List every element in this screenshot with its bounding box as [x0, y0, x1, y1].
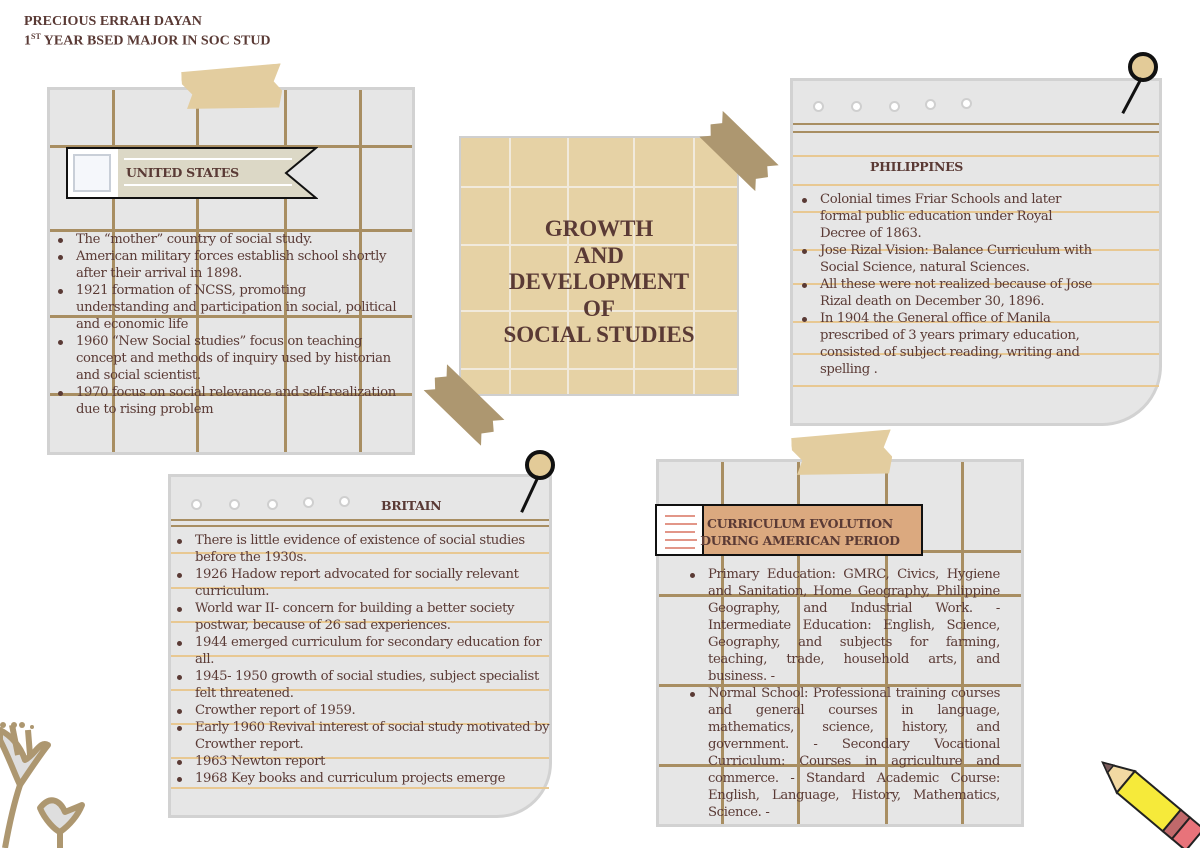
author-block: PRECIOUS ERRAH DAYAN 1ST YEAR BSED MAJOR…	[24, 14, 271, 49]
pushpin-icon	[525, 450, 555, 480]
list-item: 1921 formation of NCSS, promoting unders…	[54, 282, 402, 333]
flower-decoration-icon	[0, 722, 85, 848]
banner-ribbon-icon	[655, 504, 923, 556]
list-item: Early 1960 Revival interest of social st…	[173, 719, 553, 753]
list-item: All these were not realized because of J…	[798, 276, 1098, 310]
list-item: There is little evidence of existence of…	[173, 532, 553, 566]
list-item: 1926 Hadow report advocated for socially…	[173, 566, 553, 600]
list-item: 1960 “New Social studies” focus on teach…	[54, 333, 402, 384]
list-item: 1970 focus on social relevance and self-…	[54, 384, 402, 418]
list-item: World war II- concern for building a bet…	[173, 600, 553, 634]
pushpin-icon	[1128, 52, 1158, 82]
britain-list: There is little evidence of existence of…	[173, 532, 553, 787]
american-period-banner: CURRICULUM EVOLUTION DURING AMERICAN PER…	[655, 504, 923, 556]
american-period-list: Primary Education: GMRC, Civics, Hygiene…	[686, 566, 1000, 821]
list-item: In 1904 the General office of Manila pre…	[798, 310, 1098, 378]
list-item: 1963 Newton report	[173, 753, 553, 770]
american-period-heading: CURRICULUM EVOLUTION DURING AMERICAN PER…	[700, 516, 900, 548]
list-item: Crowther report of 1959.	[173, 702, 553, 719]
list-item: Normal School: Professional training cou…	[686, 685, 1000, 821]
tape-decoration	[181, 63, 283, 112]
title-card: GROWTH AND DEVELOPMENT OF SOCIAL STUDIES	[459, 136, 739, 396]
list-item: Jose Rizal Vision: Balance Curriculum wi…	[798, 242, 1098, 276]
united-states-banner: UNITED STATES	[66, 147, 318, 199]
list-item: 1945- 1950 growth of social studies, sub…	[173, 668, 553, 702]
pencil-icon	[1101, 761, 1200, 848]
author-name: PRECIOUS ERRAH DAYAN	[24, 14, 202, 29]
britain-card: BRITAIN	[168, 474, 552, 818]
page-title: GROWTH AND DEVELOPMENT OF SOCIAL STUDIES	[503, 216, 695, 347]
britain-heading: BRITAIN	[381, 498, 442, 513]
list-item: American military forces establish schoo…	[54, 248, 402, 282]
banner-ribbon-icon	[66, 147, 318, 199]
united-states-heading: UNITED STATES	[126, 165, 239, 180]
united-states-list: The “mother” country of social study. Am…	[54, 231, 402, 418]
list-item: 1968 Key books and curriculum projects e…	[173, 770, 553, 787]
philippines-card: PHILIPPINES	[790, 78, 1162, 426]
list-item: Colonial times Friar Schools and later f…	[798, 191, 1098, 242]
list-item: Primary Education: GMRC, Civics, Hygiene…	[686, 566, 1000, 685]
philippines-heading: PHILIPPINES	[870, 159, 964, 174]
list-item: The “mother” country of social study.	[54, 231, 402, 248]
author-program: 1ST YEAR BSED MAJOR IN SOC STUD	[24, 32, 271, 49]
tape-decoration	[791, 429, 893, 478]
philippines-list: Colonial times Friar Schools and later f…	[798, 191, 1098, 378]
list-item: 1944 emerged curriculum for secondary ed…	[173, 634, 553, 668]
